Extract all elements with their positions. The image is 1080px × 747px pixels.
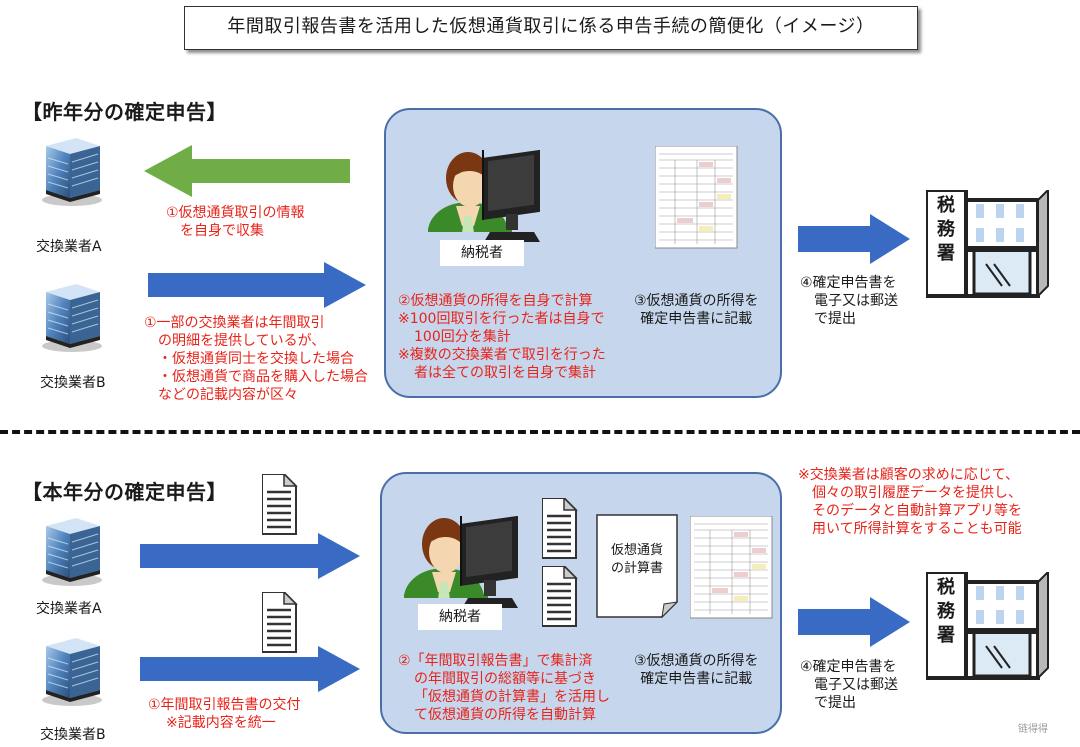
exchanger-b-building-icon [41, 283, 103, 353]
calculation-sheet-label: 仮想通貨 の計算書 [610, 543, 663, 576]
tax-office-building-previous: 税 務 署 [926, 190, 1052, 298]
report-delivery-arrow-icon [140, 646, 360, 692]
previous-note2: ①一部の交換業者は年間取引 の明細を提供しているが、 ・仮想通貨同士を交換した場… [144, 315, 368, 403]
annual-report-document-icon [542, 566, 578, 628]
current-heading: 【本年分の確定申告】 [22, 480, 227, 504]
computer-monitor-icon [460, 516, 518, 608]
current-remark: ※交換業者は顧客の求めに応じて、 個々の取引履歴データを提供し、 そのデータと自… [798, 467, 1022, 537]
page-title: 年間取引報告書を活用した仮想通貨取引に係る申告手続の簡便化（イメージ） [184, 6, 918, 50]
computer-monitor-icon [482, 150, 540, 242]
statement-arrow-icon [148, 262, 366, 308]
current-step2: ②「年間取引報告書」で集計済 の年間取引の総額等に基づき 「仮想通貨の計算書」を… [398, 653, 610, 723]
tax-office-building-current: 税 務 署 [926, 572, 1052, 680]
exchanger-b-building-icon [41, 637, 103, 707]
exchanger-a-label: 交換業者A [36, 239, 102, 255]
submit-arrow-icon [798, 214, 910, 264]
previous-step2: ②仮想通貨の所得を自身で計算 ※100回取引を行った者は自身で 100回分を集計… [398, 293, 606, 381]
tax-return-form-icon [690, 516, 773, 619]
taxpayer-label: 納税者 [418, 604, 502, 630]
tax-office-sign: 税 務 署 [937, 195, 955, 264]
previous-note1: ①仮想通貨取引の情報 を自身で収集 [166, 205, 305, 239]
current-step3: ③仮想通貨の所得を 確定申告書に記載 [634, 653, 759, 687]
exchanger-a-building-icon [41, 517, 103, 587]
previous-step3: ③仮想通貨の所得を 確定申告書に記載 [634, 293, 759, 327]
exchanger-a-building-icon [41, 137, 103, 207]
previous-heading: 【昨年分の確定申告】 [22, 100, 227, 124]
section-divider [0, 430, 1080, 434]
crypto-calculation-sheet: 仮想通貨 の計算書 [596, 514, 678, 618]
annual-report-document-icon [262, 592, 298, 654]
tax-return-form-icon [655, 146, 738, 249]
calculation-sheet-icon [596, 514, 678, 618]
collect-info-arrow-icon [144, 145, 350, 197]
exchanger-b-label: 交換業者B [40, 727, 106, 743]
watermark: 链得得 [1018, 724, 1048, 735]
tax-office-sign: 税 務 署 [937, 577, 955, 646]
taxpayer-label: 納税者 [440, 240, 524, 266]
exchanger-a-label: 交換業者A [36, 601, 102, 617]
current-step4: ④確定申告書を 電子又は郵送 で提出 [800, 659, 898, 711]
exchanger-b-label: 交換業者B [40, 375, 106, 391]
current-note1: ①年間取引報告書の交付 ※記載内容を統一 [148, 697, 301, 731]
previous-step4: ④確定申告書を 電子又は郵送 で提出 [800, 275, 898, 327]
annual-report-document-icon [542, 498, 578, 560]
annual-report-document-icon [262, 474, 298, 536]
submit-arrow-icon [798, 597, 910, 647]
report-delivery-arrow-icon [140, 533, 360, 579]
